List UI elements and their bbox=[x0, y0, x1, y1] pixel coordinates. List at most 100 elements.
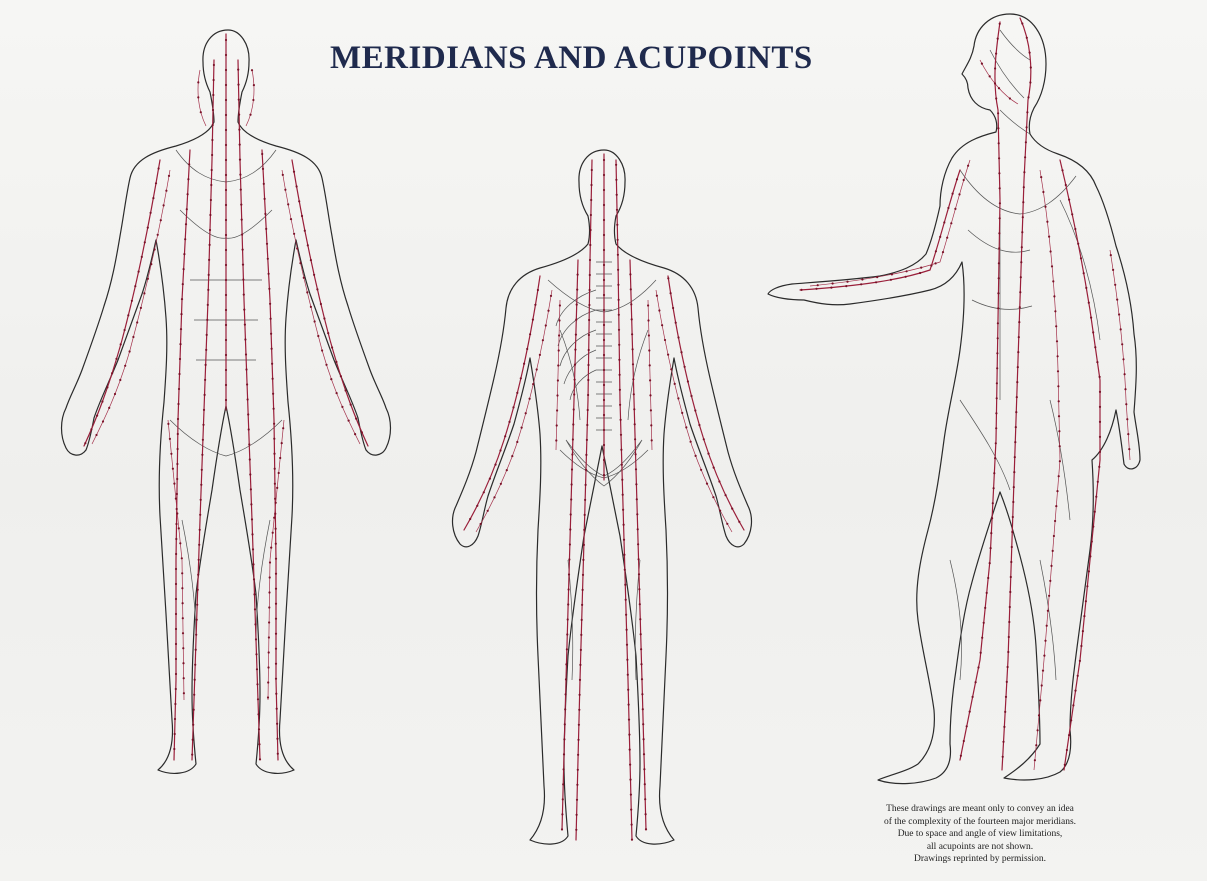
acupoint-dot bbox=[1058, 415, 1060, 417]
acupoint-dot bbox=[542, 339, 544, 341]
acupoint-dot bbox=[1094, 511, 1096, 513]
acupoint-dot bbox=[623, 539, 625, 541]
acupoint-dot bbox=[489, 478, 491, 480]
acupoint-dot bbox=[564, 708, 566, 710]
acupoint-dot bbox=[718, 480, 720, 482]
acupoint-dot bbox=[998, 172, 1000, 174]
acupoint-dot bbox=[176, 508, 178, 510]
acupoint-dot bbox=[1015, 426, 1017, 428]
acupoint-dot bbox=[639, 618, 641, 620]
acupoint-dot bbox=[625, 599, 627, 601]
acupoint-dot bbox=[267, 681, 269, 683]
acupoint-dot bbox=[1054, 310, 1056, 312]
acupoint-dot bbox=[252, 548, 254, 550]
acupoint-dot bbox=[1035, 744, 1037, 746]
acupoint-dot bbox=[279, 457, 281, 459]
acupoint-dot bbox=[506, 469, 508, 471]
acupoint-dot bbox=[641, 693, 643, 695]
acupoint-dot bbox=[634, 423, 636, 425]
acupoint-dot bbox=[536, 368, 538, 370]
acupoint-dot bbox=[583, 529, 585, 531]
acupoint-dot bbox=[996, 352, 998, 354]
acupoint-dot bbox=[187, 178, 189, 180]
acupoint-dot bbox=[500, 483, 502, 485]
acupoint-dot bbox=[997, 127, 999, 129]
acupoint-dot bbox=[584, 499, 586, 501]
acupoint-dot bbox=[124, 329, 126, 331]
acupoint-dot bbox=[966, 725, 968, 727]
acupoint-dot bbox=[1009, 606, 1011, 608]
acupoint-dot bbox=[640, 633, 642, 635]
acupoint-dot bbox=[521, 427, 523, 429]
acupoint-dot bbox=[1006, 681, 1008, 683]
acupoint-dot bbox=[1059, 460, 1061, 462]
acupoint-dot bbox=[106, 386, 108, 388]
acupoint-dot bbox=[306, 291, 308, 293]
acupoint-dot bbox=[1011, 531, 1013, 533]
acupoint-dot bbox=[136, 321, 138, 323]
acupoint-dot bbox=[1013, 486, 1015, 488]
acupoint-dot bbox=[1042, 670, 1044, 672]
acupoint-dot bbox=[876, 276, 878, 278]
acupoint-dot bbox=[975, 681, 977, 683]
acupoint-dot bbox=[675, 322, 677, 324]
acupoint-dot bbox=[603, 219, 605, 221]
acupoint-dot bbox=[182, 617, 184, 619]
acupoint-dot bbox=[1055, 325, 1057, 327]
front-figure bbox=[62, 30, 391, 773]
acupoint-dot bbox=[946, 237, 948, 239]
acupoint-dot bbox=[1009, 591, 1011, 593]
acupoint-dot bbox=[163, 204, 165, 206]
acupoint-dot bbox=[1027, 96, 1029, 98]
side-figure bbox=[768, 14, 1140, 784]
acupoint-dot bbox=[310, 259, 312, 261]
acupoint-dot bbox=[860, 283, 862, 285]
acupoint-dot bbox=[182, 662, 184, 664]
acupoint-dot bbox=[658, 309, 660, 311]
acupoint-dot bbox=[211, 169, 213, 171]
acupoint-dot bbox=[625, 614, 627, 616]
acupoint-dot bbox=[603, 309, 605, 311]
acupoint-dot bbox=[1099, 376, 1101, 378]
acupoint-dot bbox=[998, 142, 1000, 144]
acupoint-dot bbox=[225, 84, 227, 86]
acupoint-dot bbox=[648, 349, 650, 351]
acupoint-dot bbox=[1010, 561, 1012, 563]
acupoint-dot bbox=[140, 307, 142, 309]
acupoint-dot bbox=[603, 384, 605, 386]
acupoint-dot bbox=[603, 264, 605, 266]
acupoint-dot bbox=[681, 412, 683, 414]
acupoint-dot bbox=[576, 784, 578, 786]
acupoint-dot bbox=[244, 338, 246, 340]
acupoint-dot bbox=[225, 324, 227, 326]
acupoint-dot bbox=[1049, 580, 1051, 582]
acupoint-dot bbox=[1074, 228, 1076, 230]
acupoint-dot bbox=[225, 129, 227, 131]
acupoint-dot bbox=[261, 153, 263, 155]
acupoint-dot bbox=[183, 253, 185, 255]
acupoint-dot bbox=[557, 379, 559, 381]
acupoint-dot bbox=[638, 588, 640, 590]
acupoint-dot bbox=[539, 354, 541, 356]
acupoint-dot bbox=[284, 189, 286, 191]
acupoint-dot bbox=[268, 621, 270, 623]
acupoint-dot bbox=[197, 81, 199, 83]
acupoint-dot bbox=[603, 324, 605, 326]
acupoint-dot bbox=[556, 394, 558, 396]
acupoint-dot bbox=[187, 193, 189, 195]
acupoint-dot bbox=[257, 713, 259, 715]
back-acupoints bbox=[469, 159, 740, 841]
acupoint-dot bbox=[998, 232, 1000, 234]
acupoint-dot bbox=[639, 603, 641, 605]
acupoint-dot bbox=[935, 262, 937, 264]
acupoint-dot bbox=[579, 664, 581, 666]
acupoint-dot bbox=[225, 249, 227, 251]
acupoint-dot bbox=[269, 303, 271, 305]
acupoint-dot bbox=[640, 648, 642, 650]
acupoint-dot bbox=[1023, 186, 1025, 188]
acupoint-dot bbox=[1121, 343, 1123, 345]
acupoint-dot bbox=[225, 234, 227, 236]
acupoint-dot bbox=[175, 643, 177, 645]
acupoint-dot bbox=[556, 424, 558, 426]
acupoint-dot bbox=[173, 483, 175, 485]
